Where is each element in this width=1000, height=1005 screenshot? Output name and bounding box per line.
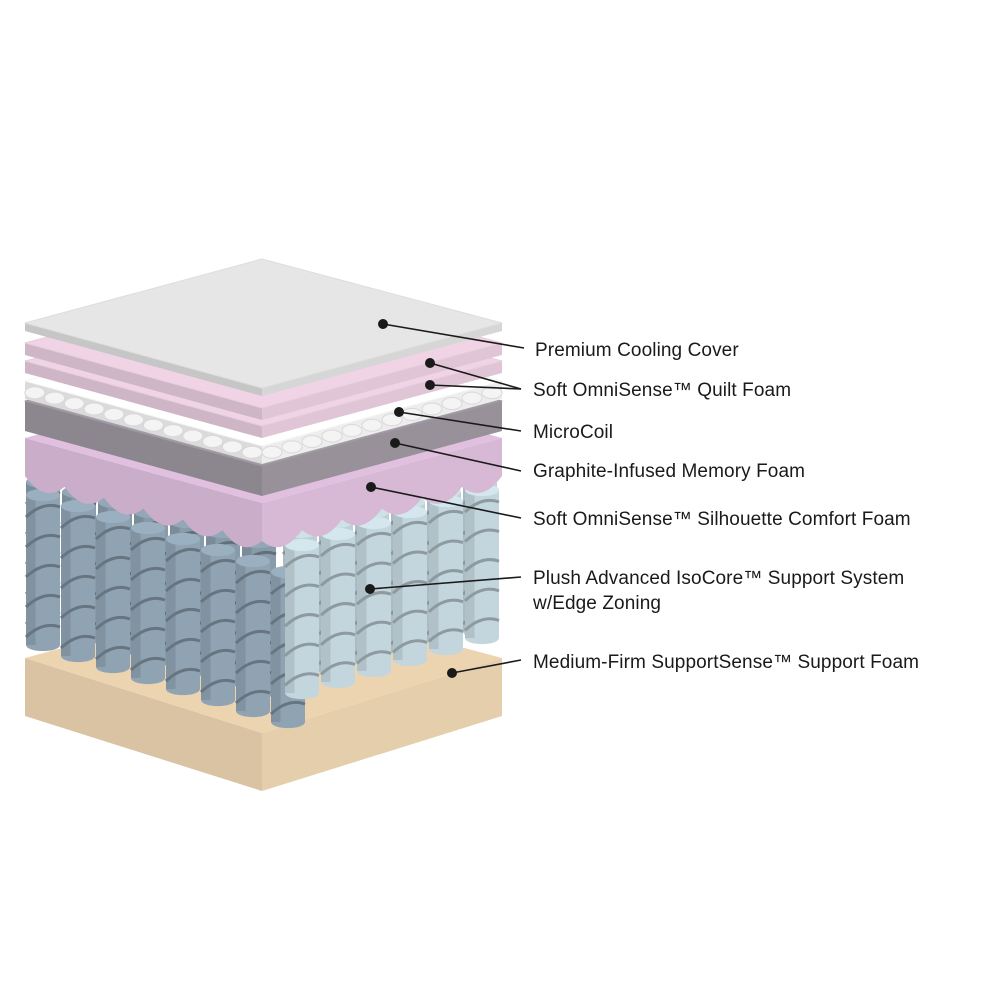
leader-quilt-a-dot [425,358,435,368]
microcoil-spring-left-5 [124,414,144,426]
microcoil-spring-left-1 [45,392,65,404]
coil-left-6 [236,555,270,717]
microcoil-spring-right-8 [422,403,442,415]
coil-right-1 [321,528,355,688]
leader-cover-dot [378,319,388,329]
label-isocore: Plush Advanced IsoCore™ Support System w… [533,566,904,616]
coil-left-4 [166,533,200,695]
microcoil-spring-left-4 [104,408,124,420]
label-graphite: Graphite-Infused Memory Foam [533,459,805,484]
leader-microcoil-dot [394,407,404,417]
microcoil-spring-left-0 [25,387,45,399]
leader-silhouette-dot [366,482,376,492]
microcoil-spring-right-2 [302,435,322,447]
microcoil-spring-right-3 [322,430,342,442]
microcoil-spring-left-3 [84,403,104,415]
coil-left-5-top [201,544,235,556]
microcoil-spring-left-7 [163,425,183,437]
microcoil-spring-left-8 [183,430,203,442]
label-silhouette: Soft OmniSense™ Silhouette Comfort Foam [533,507,911,532]
coil-left-0 [26,489,60,651]
coil-left-1 [61,500,95,662]
coil-left-3 [131,522,165,684]
leader-isocore-dot [365,584,375,594]
microcoil-spring-left-2 [64,398,84,410]
microcoil-spring-left-10 [222,441,242,453]
coil-left-3-top [131,522,165,534]
microcoil-spring-left-11 [242,446,262,458]
coil-left-4-top [166,533,200,545]
coil-left-5 [201,544,235,706]
microcoil-spring-left-9 [203,435,223,447]
coil-left-6-top [236,555,270,567]
microcoil-spring-right-10 [462,392,482,404]
microcoil-spring-right-1 [282,441,302,453]
microcoil-spring-right-0 [262,446,282,458]
microcoil-spring-left-6 [143,419,163,431]
microcoil-spring-right-4 [342,425,362,437]
coil-right-0 [285,539,319,699]
microcoil-spring-right-5 [362,419,382,431]
coil-right-2 [357,517,391,677]
coil-right-4 [429,495,463,655]
label-base: Medium-Firm SupportSense™ Support Foam [533,650,919,675]
leader-graphite-dot [390,438,400,448]
label-quilt: Soft OmniSense™ Quilt Foam [533,378,791,403]
leader-quilt-b-dot [425,380,435,390]
label-cover: Premium Cooling Cover [535,338,739,363]
microcoil-spring-right-9 [442,398,462,410]
label-microcoil: MicroCoil [533,420,613,445]
leader-base-dot [447,668,457,678]
coil-left-2 [96,511,130,673]
